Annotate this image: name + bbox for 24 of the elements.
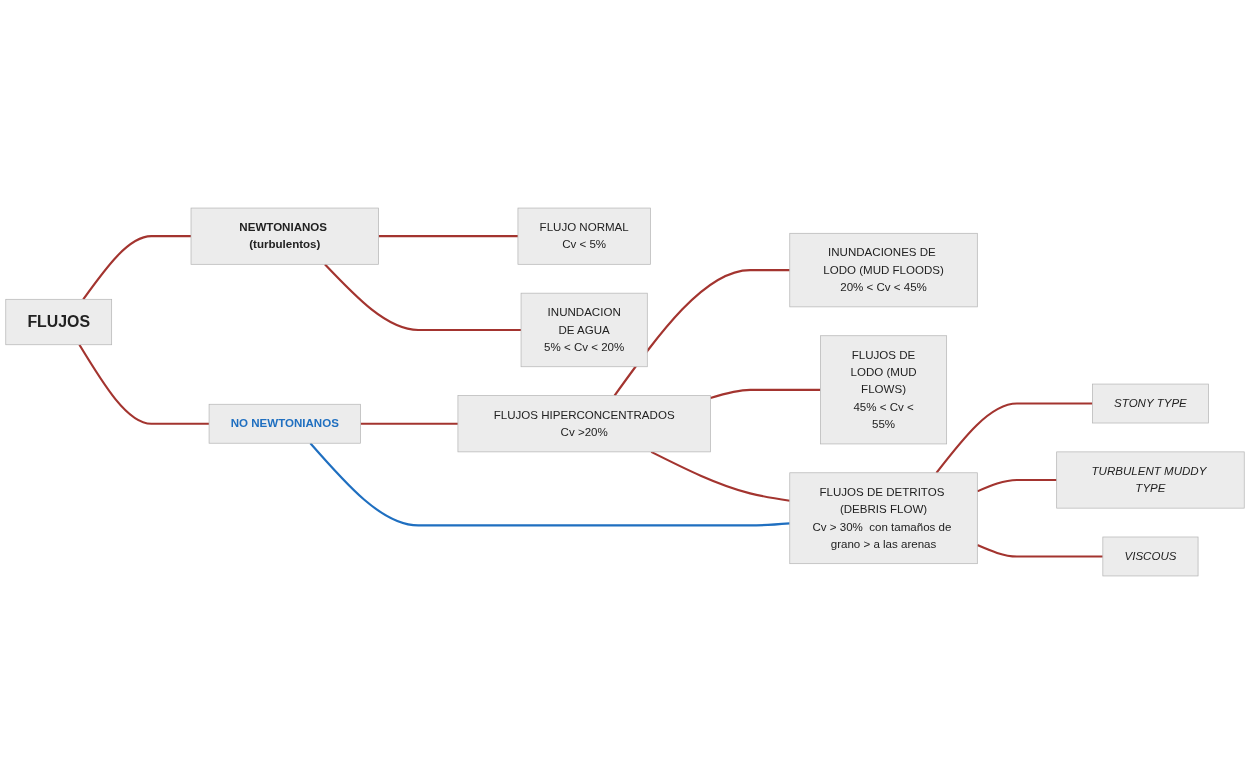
node-box: TURBULENT MUDDY TYPE — [1056, 451, 1245, 509]
node-box: NO NEWTONIANOS — [208, 403, 361, 444]
node-box: INUNDACION DE AGUA 5% < Cv < 20% — [520, 292, 648, 368]
connector — [650, 450, 790, 502]
node-box: FLUJO NORMAL Cv < 5% — [517, 207, 651, 265]
connector — [935, 402, 1093, 474]
node-box: FLUJOS HIPERCONCENTRADOS Cv >20% — [457, 395, 711, 453]
connector — [82, 235, 191, 300]
connector — [309, 442, 790, 527]
connector — [324, 263, 522, 332]
connector — [78, 344, 210, 425]
connector — [360, 422, 458, 425]
node-box: FLUJOS DE LODO (MUD FLOWS) 45% < Cv < 55% — [820, 335, 947, 445]
connector — [710, 388, 821, 399]
connector — [378, 235, 518, 238]
connector — [976, 478, 1057, 493]
node-box: NEWTONIANOS (turbulentos) — [190, 207, 379, 265]
connector — [613, 269, 790, 397]
node-box: STONY TYPE — [1092, 383, 1209, 424]
connector — [976, 544, 1103, 558]
node-box: INUNDACIONES DE LODO (MUD FLOODS) 20% < Cv < 45% — [789, 232, 978, 308]
node-box: FLUJOS DE DETRITOS (DEBRIS FLOW) Cv > 30% con tamaños de grano > a las arenas — [789, 472, 978, 565]
node-box: VISCOUS — [1102, 536, 1199, 577]
node-box: FLUJOS — [5, 298, 113, 346]
